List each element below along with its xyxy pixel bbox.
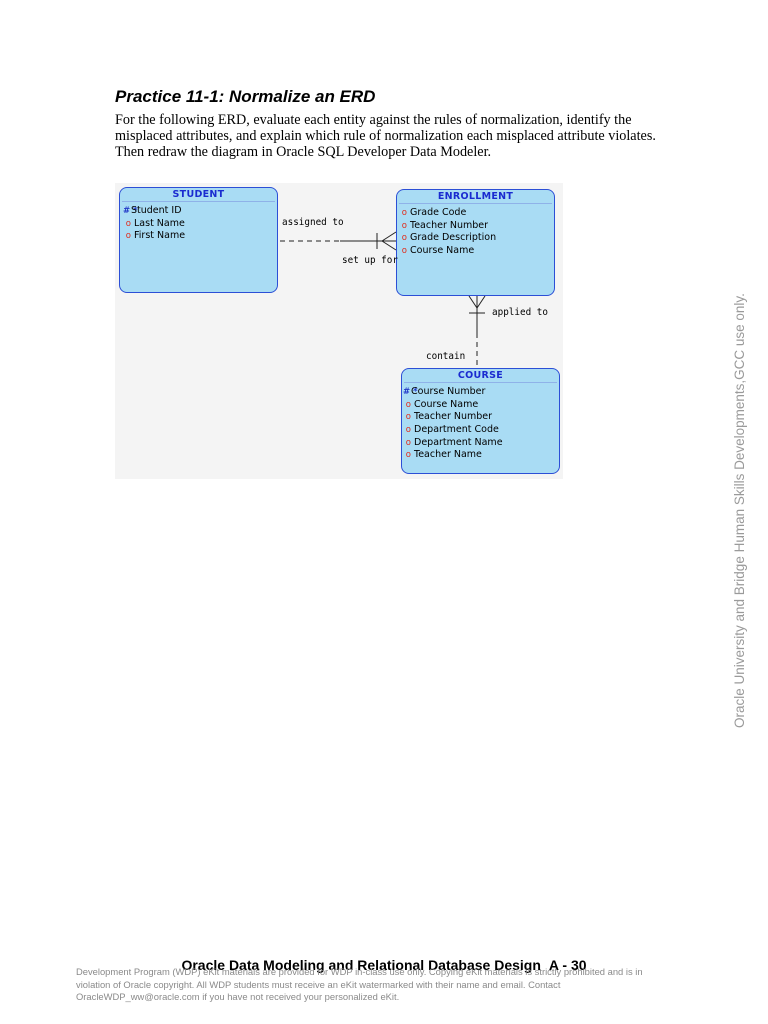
attribute-label: First Name: [134, 230, 186, 242]
relationship-label-contain: contain: [426, 351, 466, 362]
optional-marker: o: [405, 437, 411, 448]
primary-key-marker: # *: [123, 206, 138, 216]
practice-instructions: For the following ERD, evaluate each ent…: [115, 112, 656, 160]
optional-marker: o: [405, 399, 411, 410]
relationship-label-applied-to: applied to: [492, 307, 548, 318]
relationship-lines: [280, 231, 486, 368]
attribute-label: Last Name: [134, 217, 185, 229]
attribute-label: Teacher Number: [414, 411, 493, 423]
optional-marker: o: [401, 208, 407, 218]
attribute-label: Course Name: [414, 398, 479, 410]
footer: Oracle Data Modeling and Relational Data…: [0, 957, 768, 973]
entity-name: COURSE: [404, 369, 557, 383]
practice-title: Practice 11-1: Normalize an ERD: [115, 87, 376, 106]
attribute-label: Department Name: [414, 436, 503, 448]
attribute-label: Teacher Name: [414, 449, 482, 461]
optional-marker: o: [125, 218, 131, 229]
optional-marker: o: [405, 425, 411, 436]
attribute-label: Course Number: [411, 386, 486, 397]
primary-key-marker: # *: [403, 387, 418, 397]
optional-marker: o: [405, 412, 411, 423]
relationship-label-set-up-for: set up for: [342, 255, 398, 266]
vertical-watermark: Oracle University and Bridge Human Skill…: [732, 293, 747, 728]
optional-marker: o: [401, 233, 407, 244]
attribute-label: Course Name: [410, 245, 475, 257]
entity-name: STUDENT: [122, 188, 275, 202]
attribute-label: Teacher Number: [410, 219, 489, 231]
attribute-label: Grade Code: [410, 207, 467, 218]
disclaimer-line: OracleWDP_ww@oracle.com if you have not …: [76, 991, 400, 1003]
optional-marker: o: [401, 246, 407, 257]
page-number: A - 30: [548, 957, 587, 973]
footer-course-title: Oracle Data Modeling and Relational Data…: [181, 957, 541, 973]
optional-marker: o: [401, 220, 407, 231]
copyright-disclaimer: Development Program (WDP) eKit materials…: [76, 966, 716, 1004]
disclaimer-line: violation of Oracle copyright. All WDP s…: [76, 978, 561, 990]
relationship-label-assigned-to: assigned to: [282, 217, 344, 228]
attribute-item: # *Student ID: [123, 205, 277, 218]
attribute-label: Department Code: [414, 424, 499, 436]
optional-marker: o: [405, 450, 411, 461]
attribute-item: # *Course Number: [403, 386, 559, 399]
attribute-label: Student ID: [131, 205, 182, 216]
optional-marker: o: [125, 231, 131, 242]
attribute-label: Grade Description: [410, 232, 497, 244]
entity-name: ENROLLMENT: [399, 190, 552, 204]
disclaimer-line: Development Program (WDP) eKit materials…: [76, 966, 643, 977]
